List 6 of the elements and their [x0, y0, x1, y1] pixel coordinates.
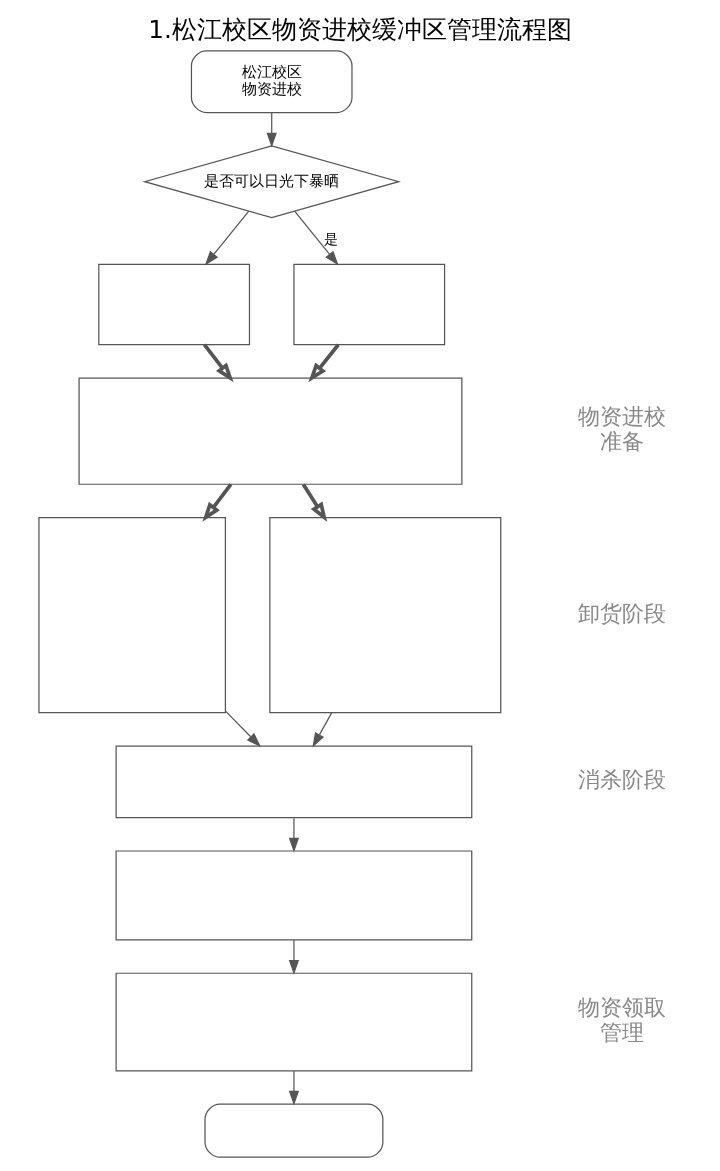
label: 卸货阶段: [578, 599, 667, 626]
edge-label: 是: [323, 231, 338, 248]
label: 物资领取管理: [578, 994, 667, 1045]
label: 物资进校准备: [578, 403, 667, 454]
label: 消杀阶段: [578, 766, 667, 793]
diagram-title: 1.松江校区物资进校缓冲区管理流程图: [148, 15, 572, 45]
